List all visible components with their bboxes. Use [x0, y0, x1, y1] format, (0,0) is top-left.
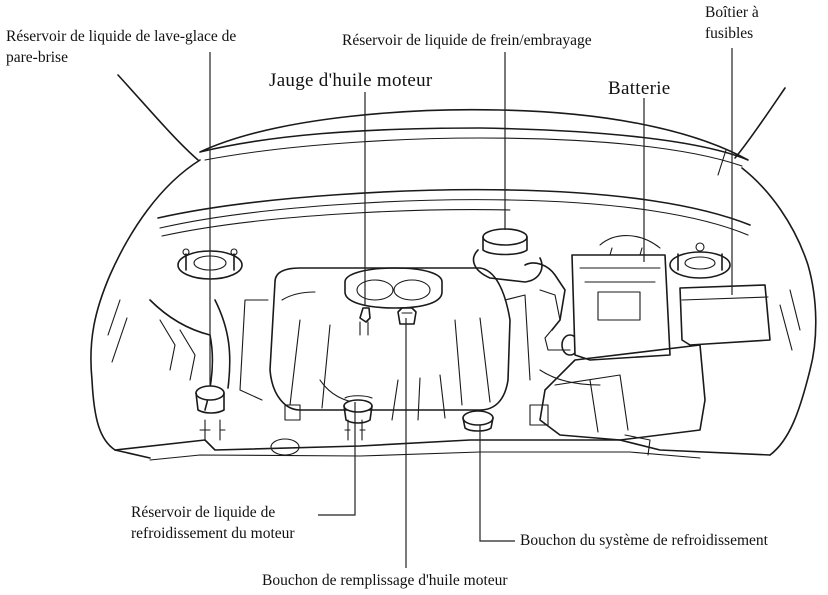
front-support	[114, 419, 771, 461]
dipstick	[359, 307, 371, 336]
label-battery: Batterie	[608, 78, 671, 99]
washer-reservoir	[149, 299, 231, 414]
engine-lower	[284, 374, 494, 432]
air-box	[529, 344, 706, 456]
label-cooling-cap: Bouchon du système de refroidissement	[520, 532, 768, 549]
label-washer-reservoir: Réservoir de liquide de lave-glace de pa…	[6, 26, 236, 68]
label-oil-filler-cap: Bouchon de remplissage d'huile moteur	[262, 572, 508, 589]
engine-cover	[239, 267, 531, 411]
hood	[117, 74, 786, 176]
label-fuse-box: Boîtier à fusibles	[705, 2, 759, 44]
label-coolant-reservoir: Réservoir de liquide de refroidissement …	[131, 502, 295, 544]
fuse-box	[679, 284, 771, 346]
label-fuse-line1: Boîtier à	[705, 4, 759, 21]
label-oil-dipstick: Jauge d'huile moteur	[269, 70, 433, 91]
label-coolant-line1: Réservoir de liquide de	[131, 504, 276, 521]
callout-lines	[209, 48, 733, 568]
battery	[571, 235, 671, 361]
right-strut-tower	[669, 242, 731, 279]
body-outline	[90, 159, 817, 459]
label-brake-reservoir: Réservoir de liquide de frein/embrayage	[342, 32, 592, 49]
label-fuse-line2: fusibles	[705, 25, 754, 42]
callout-cooling-cap	[479, 425, 515, 542]
label-washer-line2: pare-brise	[6, 49, 68, 66]
cowl	[157, 188, 751, 237]
label-washer-line1: Réservoir de liquide de lave-glace de	[6, 28, 237, 45]
callout-coolant	[318, 402, 356, 516]
label-coolant-line2: refroidissement du moteur	[131, 525, 295, 542]
oil-filler-cap	[397, 307, 417, 325]
